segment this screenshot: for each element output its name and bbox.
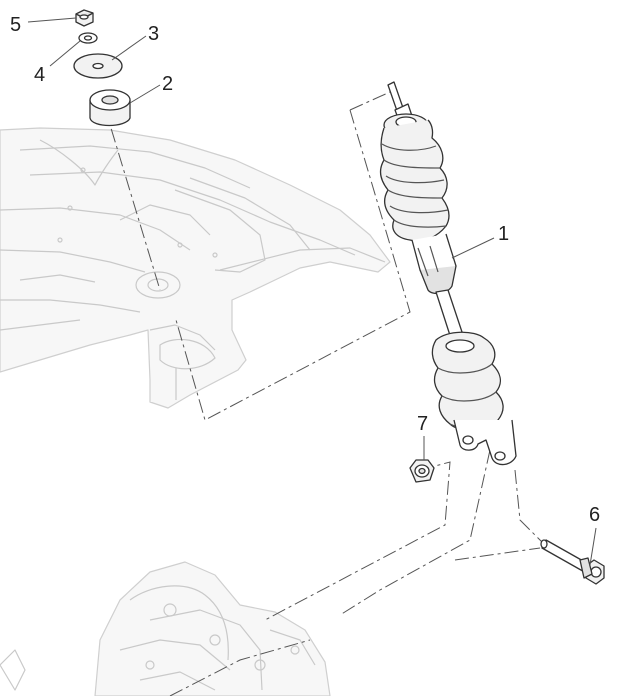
callout-3: 3 <box>148 23 159 45</box>
callout-1: 1 <box>498 223 509 245</box>
part-3-plate-washer <box>73 53 123 79</box>
assembly-lines <box>103 91 546 696</box>
part-5-nut <box>75 9 94 27</box>
leader-5 <box>27 17 77 23</box>
leader-lines <box>27 17 597 566</box>
callout-4: 4 <box>34 64 45 86</box>
part-7-nut <box>409 459 435 483</box>
callout-labels: 1 2 3 4 5 6 7 <box>10 14 600 526</box>
leader-6 <box>589 527 597 566</box>
part-4-washer <box>78 32 98 44</box>
part-1-shock-absorber <box>379 81 517 466</box>
callout-2: 2 <box>162 73 173 95</box>
leader-3 <box>111 35 147 61</box>
engine-ghost <box>0 561 331 696</box>
part-6-bolt <box>540 539 605 585</box>
callout-5: 5 <box>10 14 21 36</box>
leader-1 <box>451 237 495 259</box>
leader-4 <box>49 40 81 67</box>
part-2-bushing <box>89 89 131 127</box>
callout-6: 6 <box>589 504 600 526</box>
callout-7: 7 <box>417 413 428 435</box>
scooter-frame-ghost <box>0 127 391 409</box>
leader-2 <box>129 84 161 104</box>
